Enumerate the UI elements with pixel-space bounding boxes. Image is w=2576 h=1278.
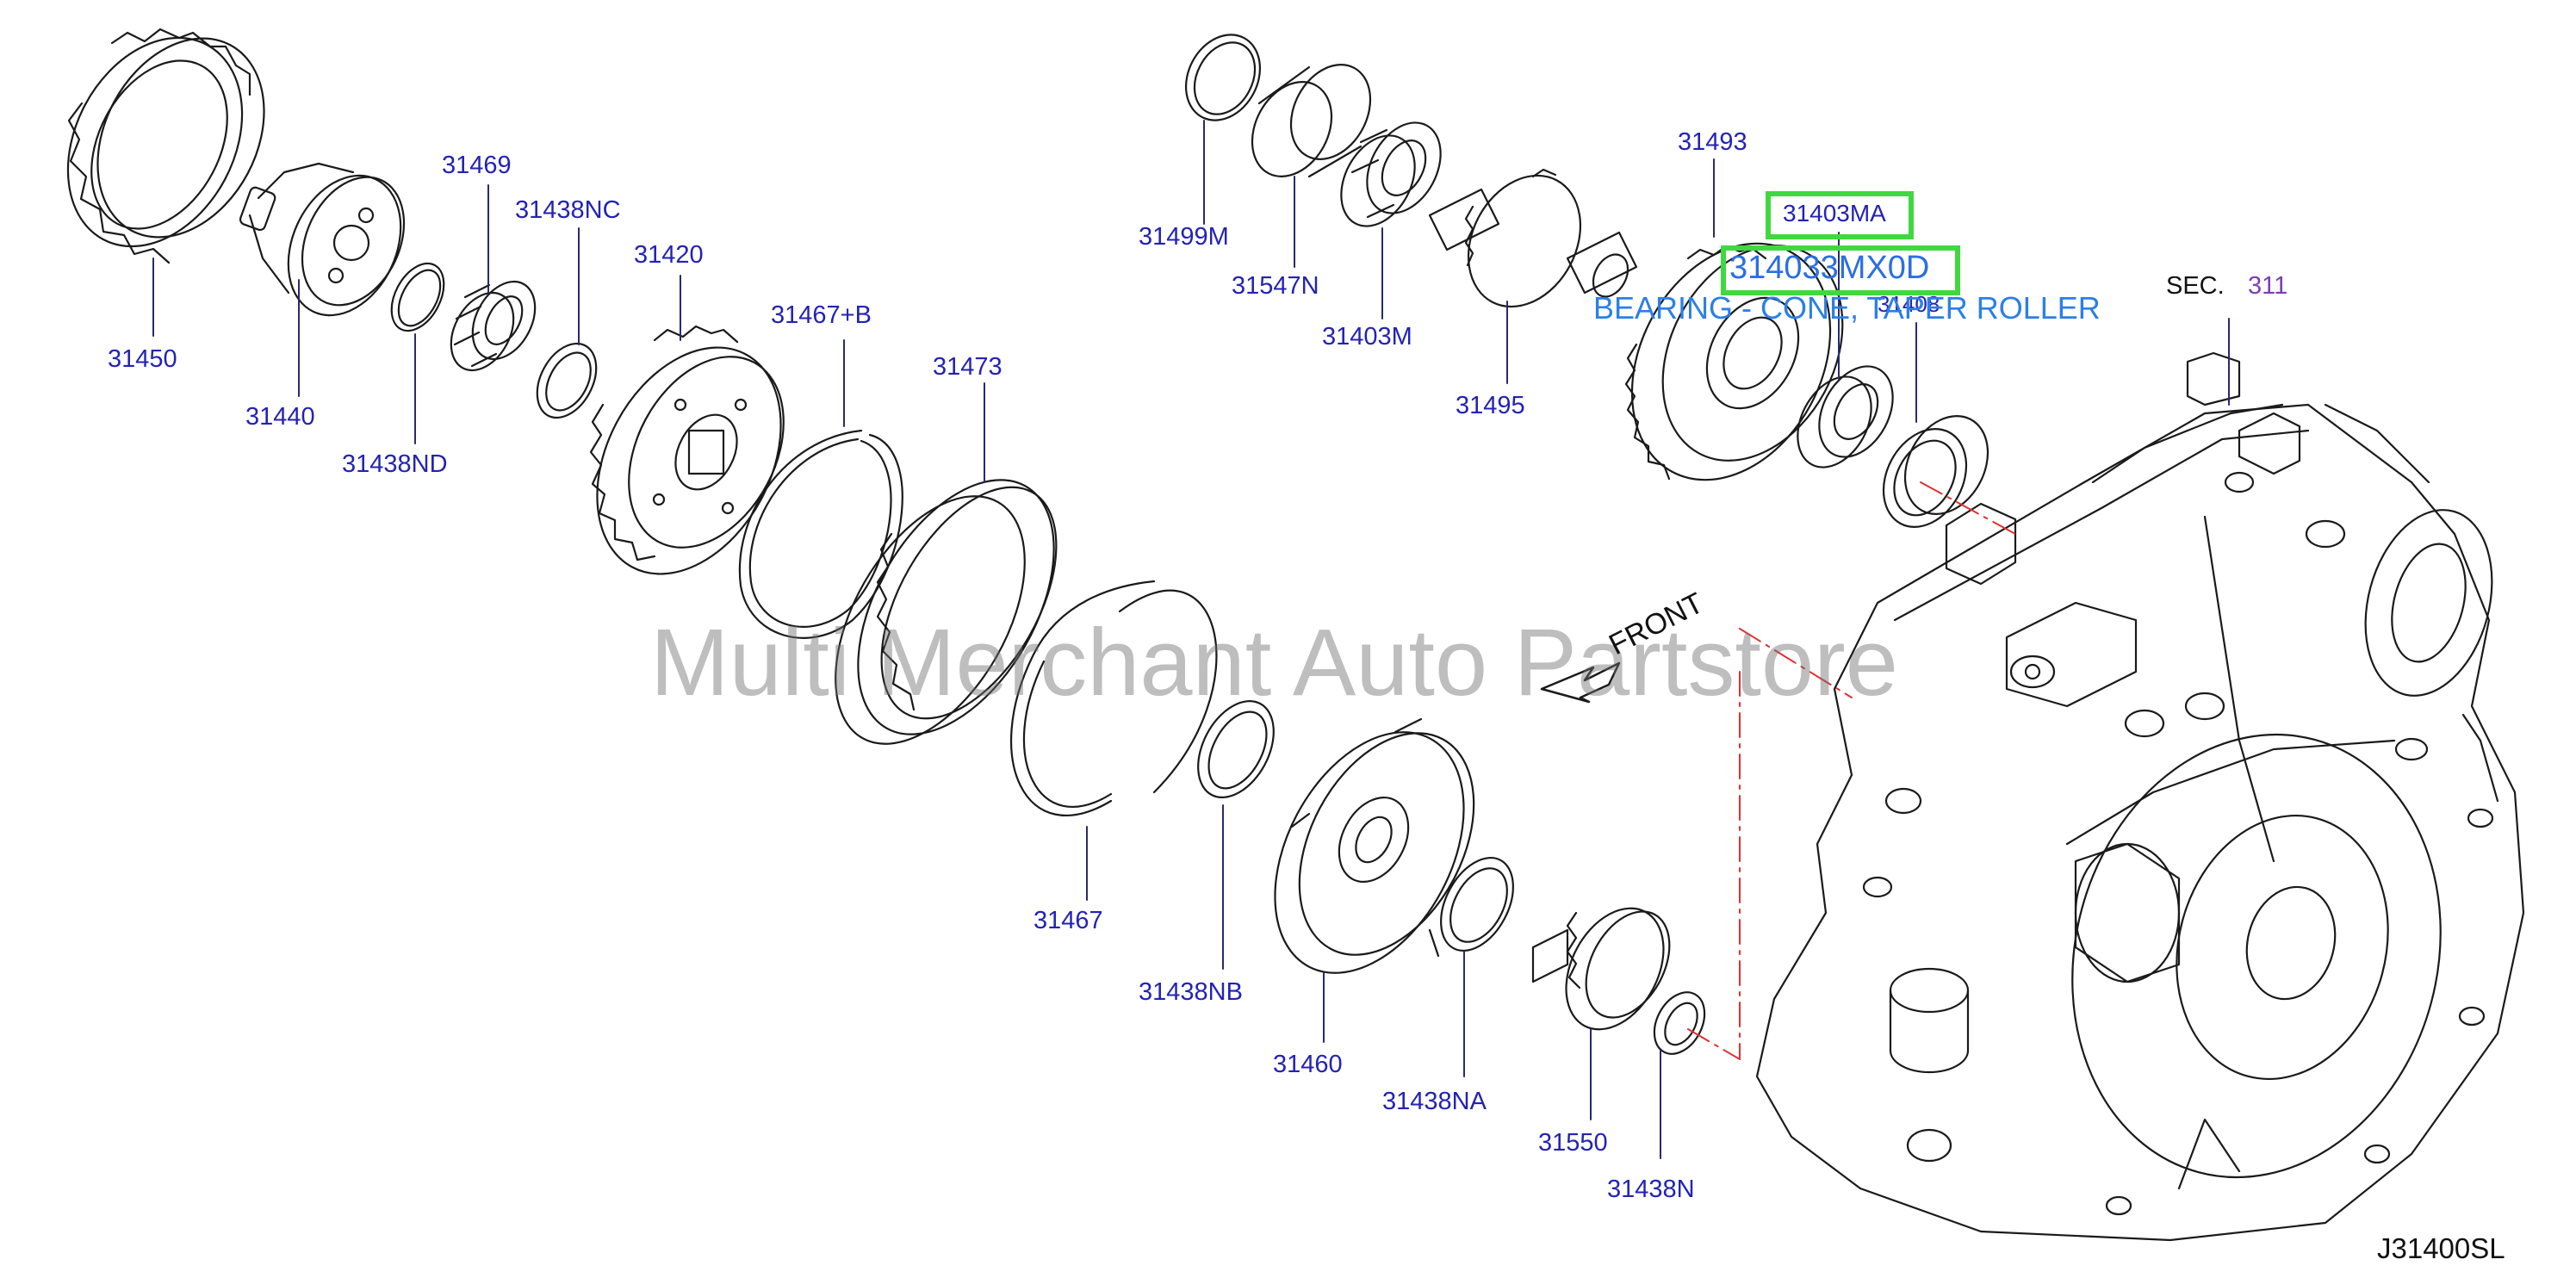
part-31408-cup xyxy=(1882,415,1989,528)
part-31473-drum xyxy=(835,479,1058,745)
highlight-label-31403MA[interactable]: 31403MA xyxy=(1783,200,1886,226)
part-label-31438NC[interactable]: 31438NC xyxy=(515,196,621,224)
highlight-label-314033MX0D[interactable]: 314033MX0D xyxy=(1729,250,1930,286)
part-label-31493[interactable]: 31493 xyxy=(1678,128,1747,156)
part-label-31420[interactable]: 31420 xyxy=(634,241,704,269)
part-label-31438ND[interactable]: 31438ND xyxy=(342,450,448,478)
part-31493-gear xyxy=(1624,242,1844,481)
part-tooltip: BEARING - CONE, TAPER ROLLER xyxy=(1593,290,2101,326)
part-31438NC-washer xyxy=(536,342,598,419)
part-label-31547N[interactable]: 31547N xyxy=(1232,272,1319,300)
part-label-31467[interactable]: 31467 xyxy=(1034,907,1103,934)
part-label-31473[interactable]: 31473 xyxy=(933,353,1002,381)
part-label-31408-obscured[interactable]: 31408 xyxy=(1878,291,1940,317)
part-label-31403M[interactable]: 31403M xyxy=(1322,323,1412,351)
part-31467-snap-ring xyxy=(1009,580,1218,816)
part-label-31467B[interactable]: 31467+B xyxy=(771,301,872,329)
part-31495-shaft xyxy=(1428,168,1638,308)
part-31438N-washer xyxy=(1653,991,1706,1055)
part-label-31495[interactable]: 31495 xyxy=(1456,392,1525,419)
part-31550-gear xyxy=(1531,907,1671,1031)
section-ref-link[interactable]: 311 xyxy=(2248,272,2288,300)
part-31469-bearing xyxy=(450,280,537,372)
part-label-31438NB[interactable]: 31438NB xyxy=(1139,978,1243,1006)
part-label-31438N[interactable]: 31438N xyxy=(1607,1176,1695,1203)
leader-lines xyxy=(152,120,2230,1159)
part-31440-carrier xyxy=(239,162,406,317)
part-31438NB-washer xyxy=(1197,700,1275,798)
highlight-box-314033MX0D[interactable] xyxy=(1721,245,1960,295)
part-31547N-cup xyxy=(1251,64,1372,178)
part-31438NA-washer xyxy=(1440,856,1514,952)
section-ref-prefix: SEC. xyxy=(2166,272,2225,300)
part-label-31550[interactable]: 31550 xyxy=(1538,1129,1608,1157)
part-label-31460[interactable]: 31460 xyxy=(1273,1051,1343,1078)
part-31420-gear xyxy=(589,325,785,575)
diagram-code: J31400SL xyxy=(2377,1232,2505,1264)
highlight-box-31403MA[interactable] xyxy=(1766,191,1914,239)
part-31408-bearing xyxy=(1797,365,1894,468)
part-label-31440[interactable]: 31440 xyxy=(245,403,315,431)
part-31438ND-washer xyxy=(390,262,445,332)
part-label-31438NA[interactable]: 31438NA xyxy=(1382,1088,1487,1115)
part-31467B-snap-ring xyxy=(738,429,903,639)
alignment-lines xyxy=(1687,481,2016,1060)
part-31499M-ring xyxy=(1184,34,1262,121)
part-31450-drum xyxy=(66,28,265,264)
part-31460-plate xyxy=(1274,717,1475,974)
part-label-31450[interactable]: 31450 xyxy=(108,345,177,373)
part-label-31499M[interactable]: 31499M xyxy=(1139,223,1229,251)
transmission-case xyxy=(1755,351,2525,1242)
part-label-31469[interactable]: 31469 xyxy=(442,152,512,179)
part-31403M-bearing xyxy=(1340,121,1442,227)
front-arrow-icon xyxy=(1540,661,1621,704)
